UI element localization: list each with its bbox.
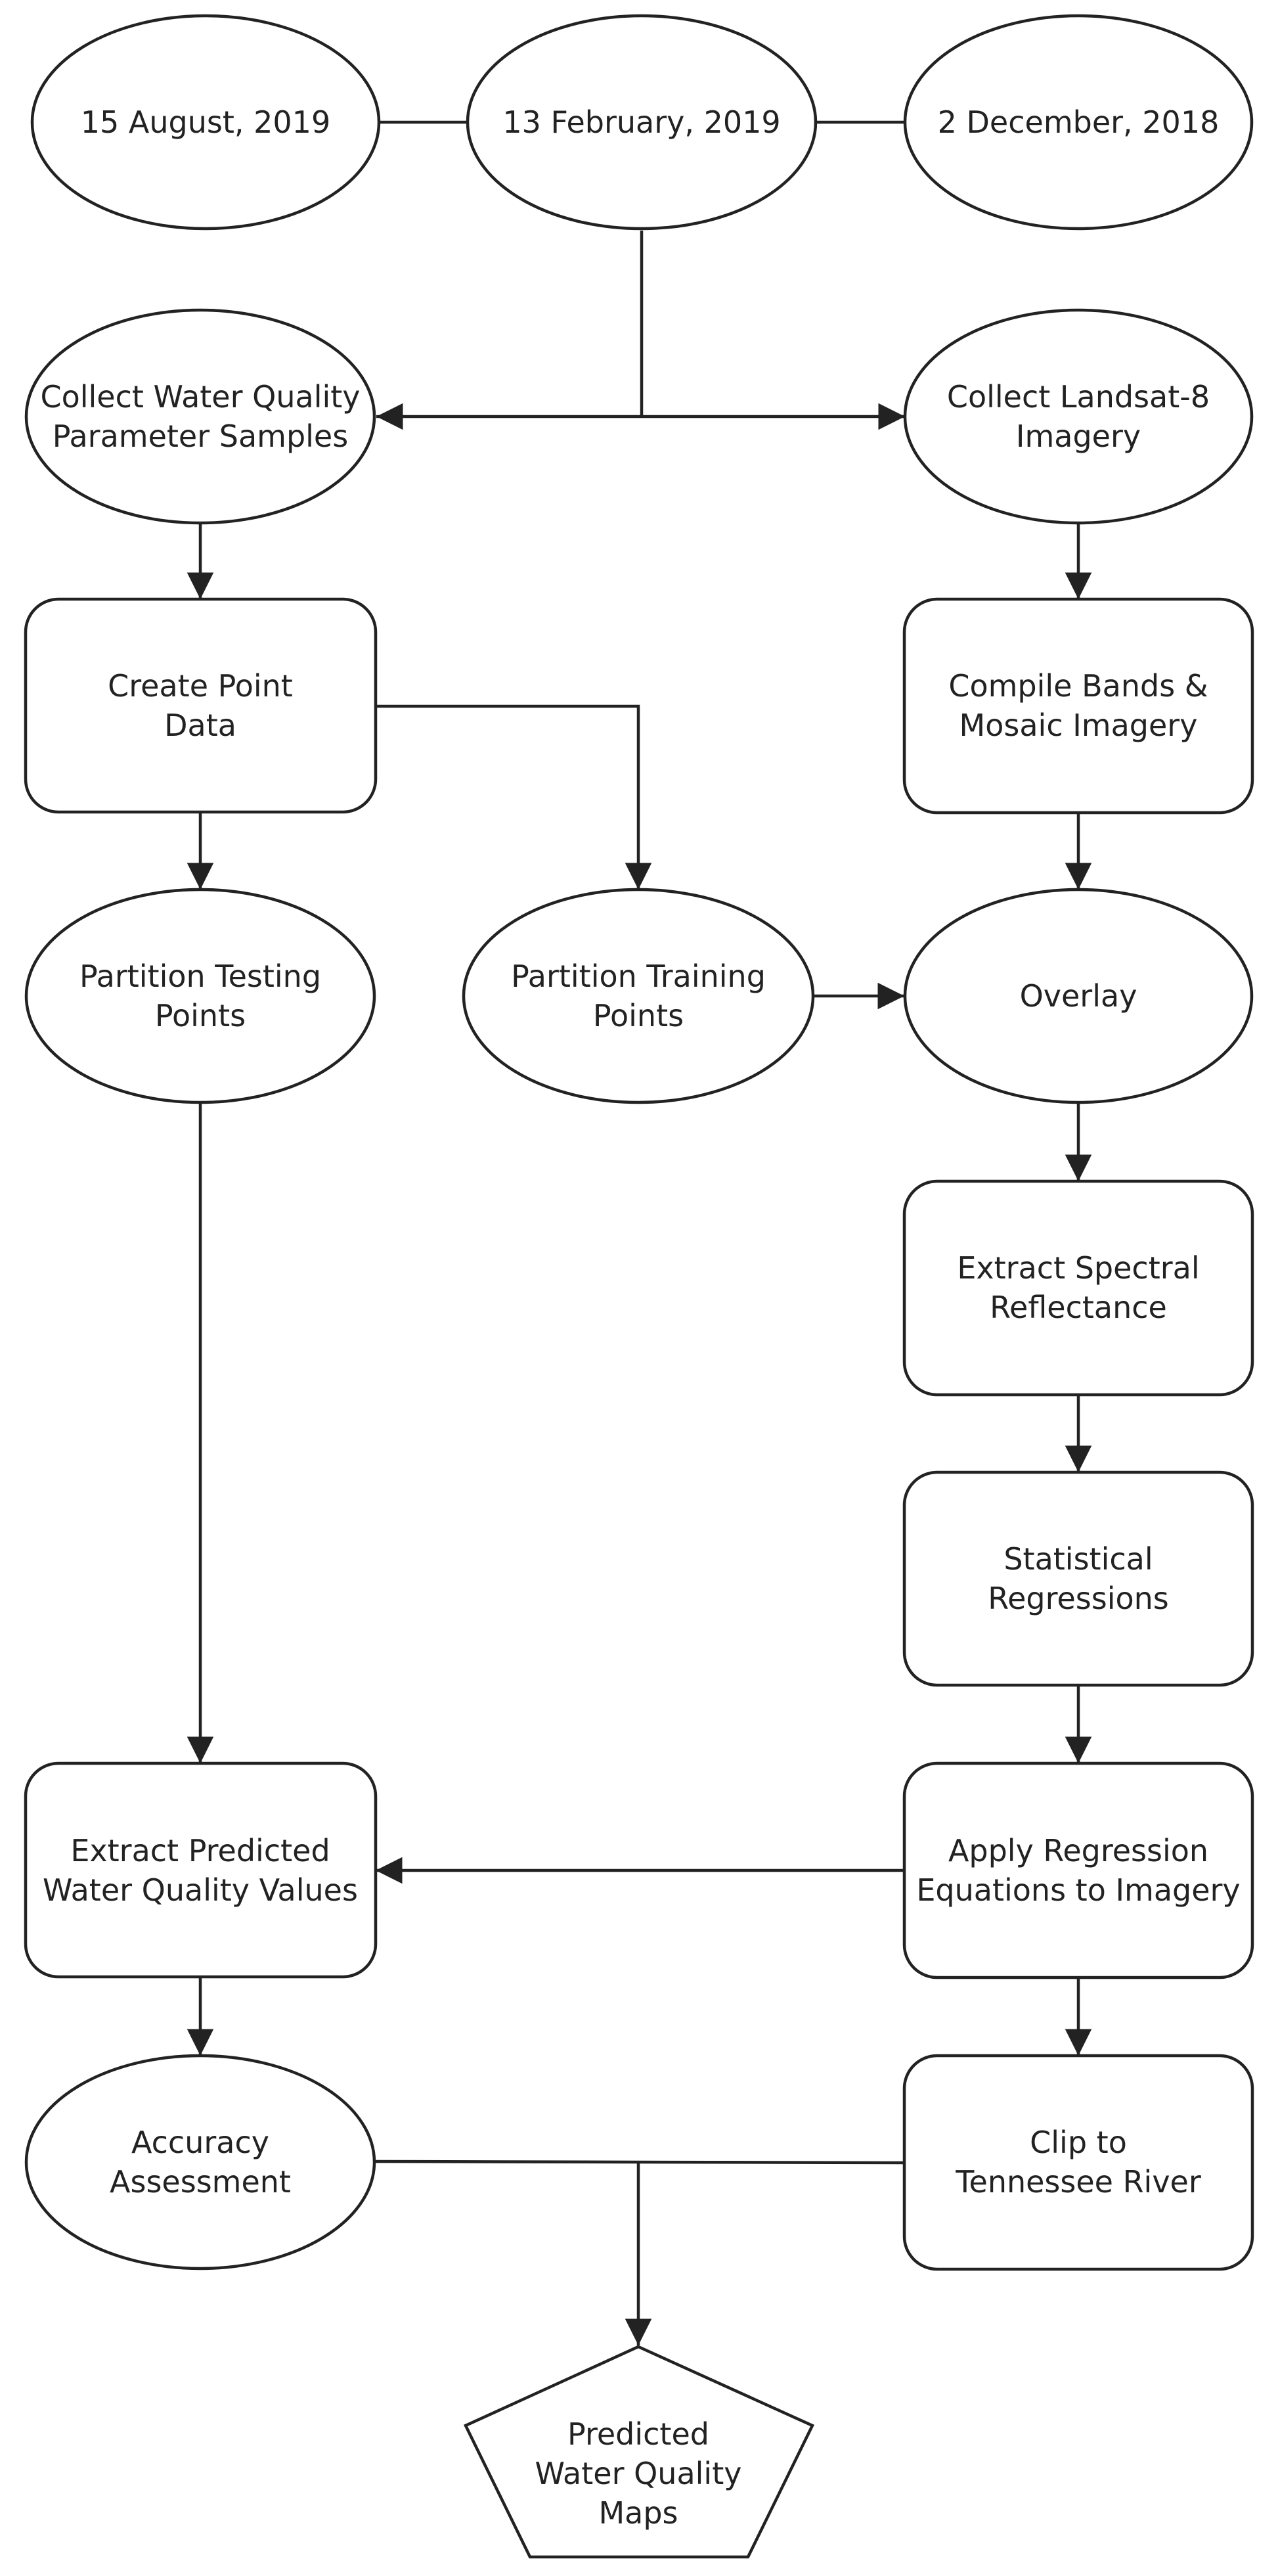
node-label-line: Imagery (1016, 418, 1141, 454)
node-label-line: 13 February, 2019 (502, 104, 780, 140)
node-label-line: Tennessee River (955, 2164, 1201, 2200)
node-label-line: Collect Water Quality (40, 379, 360, 415)
svg-text:Overlay: Overlay (1020, 978, 1137, 1014)
node-label-line: Regressions (988, 1581, 1169, 1616)
edges (187, 120, 1092, 2345)
node-label-line: Water Quality Values (43, 1872, 358, 1908)
node-label-line: 15 August, 2019 (81, 104, 330, 140)
node-label-line: Create Point (108, 668, 293, 704)
node-label-line: Extract Spectral (957, 1250, 1199, 1286)
node-label-line: Collect Landsat-8 (947, 379, 1210, 415)
node-label-line: Mosaic Imagery (959, 708, 1198, 743)
node-label-line: Clip to (1030, 2125, 1127, 2160)
node-2-december-2018: 2 December, 2018 (903, 14, 1254, 231)
node-label-line: Reflectance (990, 1290, 1167, 1325)
node-label-line: Accuracy (131, 2125, 269, 2160)
node-label-line: Parameter Samples (53, 418, 348, 454)
node-label-line: Statistical (1003, 1541, 1153, 1577)
svg-text:Compile Bands &Mosaic Imagery: Compile Bands & Mosaic Imagery (948, 668, 1208, 743)
node-label-line: Partition Training (511, 959, 766, 994)
node-label-line: 2 December, 2018 (938, 104, 1220, 140)
node-clip-to-tennessee-river: Clip to Tennessee River (902, 2054, 1254, 2271)
node-label-line: Predicted (567, 2416, 709, 2452)
node-label-line: Water Quality (535, 2456, 742, 2491)
node-label-line: Equations to Imagery (916, 1872, 1240, 1908)
node-label-line: Compile Bands & (948, 668, 1208, 704)
node-label-line: Assessment (110, 2164, 291, 2200)
node-15-august-2019: 15 August, 2019 (30, 14, 381, 231)
node-overlay: Overlay (903, 888, 1254, 1104)
node-label-line: Data (164, 708, 236, 743)
svg-text:15 August, 2019: 15 August, 2019 (81, 104, 330, 140)
node-label-line: Partition Testing (79, 959, 321, 994)
node-label-line: Points (593, 998, 684, 1033)
svg-text:13 February, 2019: 13 February, 2019 (502, 104, 780, 140)
edge-accuracy-to-merge (375, 2159, 905, 2165)
svg-text:2 December, 2018: 2 December, 2018 (938, 104, 1220, 140)
node-13-february-2019: 13 February, 2019 (466, 14, 818, 231)
node-label-line: Points (155, 998, 246, 1033)
node-label-line: Extract Predicted (70, 1833, 330, 1868)
node-label-line: Maps (598, 2495, 678, 2531)
node-label-line: Apply Regression (948, 1833, 1208, 1868)
edge-create-point-to-partition-training (376, 704, 652, 890)
node-label-line: Overlay (1020, 978, 1137, 1014)
node-compile-bands-mosaic: Compile Bands & Mosaic Imagery (902, 597, 1254, 815)
